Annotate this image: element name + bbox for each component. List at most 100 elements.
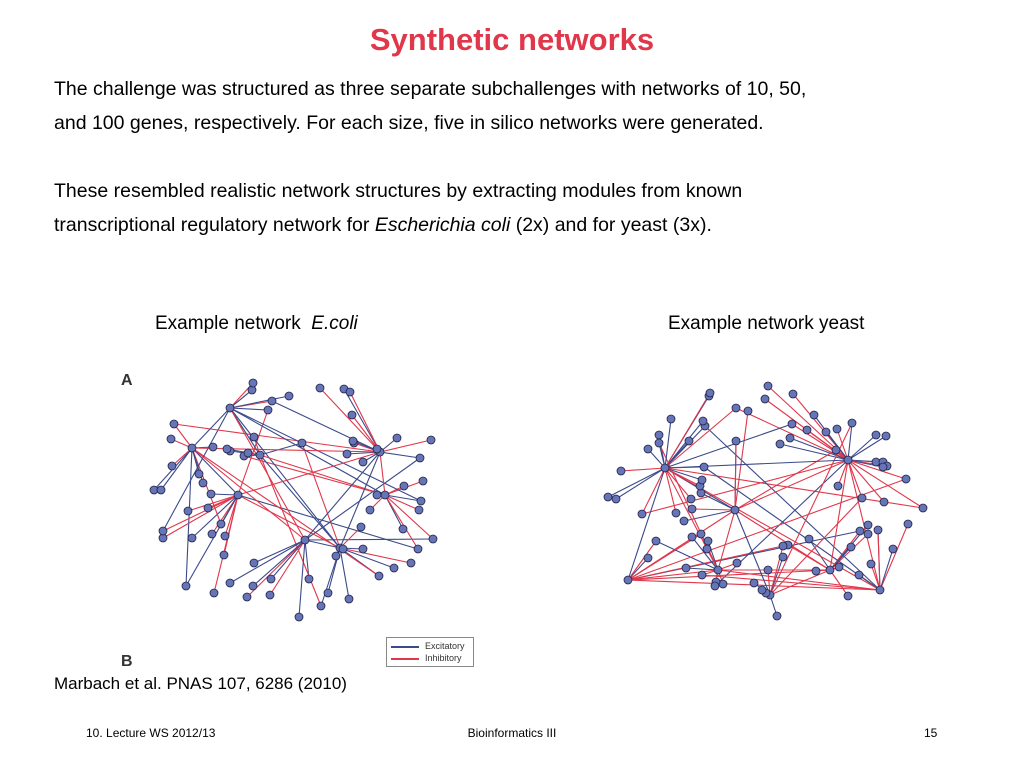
legend-label: Inhibitory — [425, 653, 462, 663]
gene-node — [345, 387, 355, 397]
gene-node — [323, 588, 333, 598]
caption-ecoli: Example network E.coli — [155, 313, 358, 335]
gene-node — [643, 553, 653, 563]
paragraph-subchallenges: The challenge was structured as three se… — [54, 72, 974, 140]
yeast-network-figure — [603, 381, 928, 621]
gene-node — [266, 574, 276, 584]
gene-node — [249, 558, 259, 568]
gene-node — [671, 508, 681, 518]
inhibitory-edge — [384, 494, 419, 550]
inhibitory-edge — [664, 392, 711, 469]
gene-node — [785, 433, 795, 443]
paragraph-structures: These resembled realistic network struct… — [54, 174, 974, 242]
inhibitory-edge — [664, 467, 719, 571]
gene-node — [879, 497, 889, 507]
inhibitory-edge — [627, 545, 784, 581]
gene-node — [703, 536, 713, 546]
gene-node — [243, 448, 253, 458]
excitatory-edge — [664, 420, 704, 469]
gene-node — [686, 494, 696, 504]
gene-node — [167, 461, 177, 471]
gene-node — [331, 551, 341, 561]
excitatory-edge — [229, 407, 341, 549]
excitatory-edge — [627, 467, 666, 581]
excitatory-edge — [384, 494, 422, 502]
gene-node — [760, 394, 770, 404]
inhibitory-edge — [717, 569, 881, 591]
gene-node — [643, 444, 653, 454]
gene-node — [831, 445, 841, 455]
inhibitory-edge — [379, 439, 432, 453]
gene-node — [300, 535, 310, 545]
gene-node — [406, 558, 416, 568]
gene-node — [847, 418, 857, 428]
gene-node — [857, 493, 867, 503]
gene-node — [220, 531, 230, 541]
excitatory-edge — [270, 539, 306, 580]
inhibitory-edge — [243, 455, 386, 496]
gene-node — [702, 544, 712, 554]
gene-node — [248, 581, 258, 591]
excitatory-edge — [829, 546, 852, 571]
ecoli-network-figure — [149, 378, 438, 622]
inhibitory-edge — [734, 440, 737, 511]
inhibitory-edge — [379, 451, 386, 496]
caption-species: E.coli — [311, 313, 358, 334]
excitatory-edge — [304, 451, 381, 541]
inhibitory-edge — [837, 459, 849, 487]
excitatory-edge — [253, 539, 306, 564]
inhibitory-edge — [173, 423, 381, 453]
gene-node — [158, 526, 168, 536]
excitatory-edge — [734, 509, 771, 596]
inhibitory-edge — [734, 449, 837, 511]
excitatory-edge — [304, 457, 421, 541]
inhibitory-edge — [717, 509, 736, 571]
gene-node — [843, 591, 853, 601]
gene-node — [315, 383, 325, 393]
gene-node — [687, 504, 697, 514]
excitatory-line-icon — [391, 646, 419, 648]
excitatory-edge — [339, 547, 395, 569]
gene-node — [772, 611, 782, 621]
excitatory-edge — [229, 407, 269, 411]
excitatory-edge — [298, 539, 306, 618]
caption-text: Example network — [155, 313, 307, 334]
inhibitory-edge — [735, 407, 849, 461]
inhibitory-edge — [829, 530, 861, 571]
gene-node — [763, 381, 773, 391]
inhibitory-edge — [664, 407, 737, 469]
gene-node — [775, 439, 785, 449]
inhibitory-edge — [691, 508, 736, 511]
gene-node — [888, 544, 898, 554]
gene-node — [219, 550, 229, 560]
gene-node — [687, 532, 697, 542]
gene-node — [654, 438, 664, 448]
inhibitory-edge — [877, 529, 881, 591]
gene-node — [731, 403, 741, 413]
gene-node — [216, 519, 226, 529]
gene-node — [846, 542, 856, 552]
inhibitory-edge — [207, 494, 239, 509]
gene-node — [392, 433, 402, 443]
gene-node — [778, 541, 788, 551]
inhibitory-edge — [339, 547, 412, 564]
gene-node — [804, 534, 814, 544]
gene-node — [203, 503, 213, 513]
gene-node — [802, 425, 812, 435]
excitatory-edge — [237, 494, 419, 550]
gene-node — [743, 406, 753, 416]
gene-node — [871, 430, 881, 440]
inhibitory-edge — [301, 442, 341, 549]
gene-node — [866, 559, 876, 569]
excitatory-edge — [664, 459, 849, 469]
gene-node — [696, 529, 706, 539]
caption-yeast: Example network yeast — [668, 313, 865, 334]
excitatory-edge — [879, 548, 894, 591]
gene-node — [413, 544, 423, 554]
panel-label-b: B — [121, 653, 133, 670]
gene-node — [666, 414, 676, 424]
gene-node — [169, 419, 179, 429]
gene-node — [426, 435, 436, 445]
excitatory-edge — [683, 509, 736, 522]
inhibitory-edge — [847, 459, 924, 509]
